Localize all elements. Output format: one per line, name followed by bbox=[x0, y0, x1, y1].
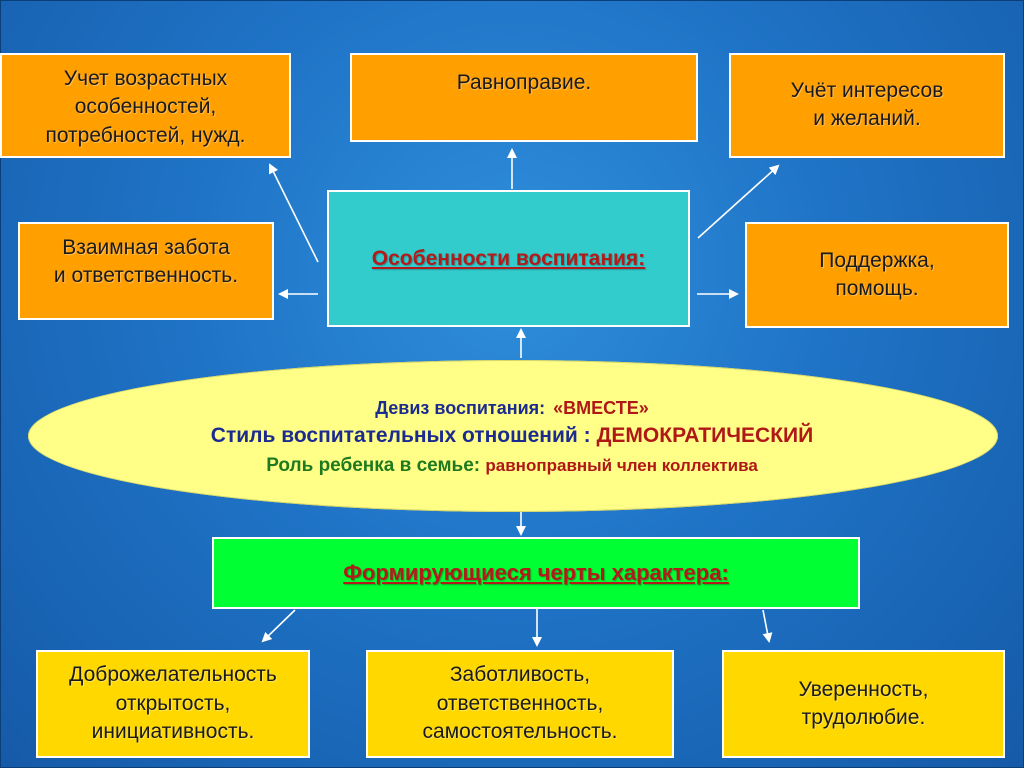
upbringing-features-box: Особенности воспитания: bbox=[327, 190, 690, 327]
motto-label: Девиз воспитания: bbox=[375, 398, 546, 418]
style-line: Стиль воспитательных отношений : ДЕМОКРА… bbox=[0, 424, 1024, 448]
arrow-to-interests-box bbox=[697, 164, 780, 239]
caring-box: Заботливость, ответственность, самостоят… bbox=[366, 650, 674, 758]
interests-text: Учёт интересов и желаний. bbox=[790, 79, 944, 131]
confidence-box: Уверенность, трудолюбие. bbox=[722, 650, 1005, 758]
arrow-to-age-box bbox=[269, 163, 319, 263]
arrow-to-benevolence-box bbox=[261, 609, 296, 643]
motto-ellipse bbox=[28, 360, 998, 512]
support-text: Поддержка, помощь. bbox=[819, 248, 935, 300]
benevolence-box: Доброжелательность открытость, инициатив… bbox=[36, 650, 310, 758]
confidence-text: Уверенность, трудолюбие. bbox=[798, 677, 929, 729]
interests-box: Учёт интересов и желаний. bbox=[729, 53, 1005, 158]
age-needs-text: Учет возрастных особенностей, потребност… bbox=[45, 67, 246, 147]
upbringing-features-title: Особенности воспитания: bbox=[371, 246, 646, 270]
style-value: ДЕМОКРАТИЧЕСКИЙ bbox=[596, 424, 814, 447]
mutual-care-box: Взаимная забота и ответственность. bbox=[18, 222, 274, 320]
character-traits-title: Формирующиеся черты характера: bbox=[343, 560, 729, 585]
motto-value: «ВМЕСТЕ» bbox=[553, 398, 649, 418]
support-box: Поддержка, помощь. bbox=[745, 222, 1009, 328]
benevolence-text: Доброжелательность открытость, инициатив… bbox=[69, 663, 277, 744]
mutual-care-text: Взаимная забота и ответственность. bbox=[53, 236, 239, 288]
arrow-to-confidence-box bbox=[762, 609, 773, 643]
equality-box: Равноправие. bbox=[350, 53, 698, 142]
character-traits-box: Формирующиеся черты характера: bbox=[212, 537, 860, 609]
style-label: Стиль воспитательных отношений : bbox=[210, 424, 591, 447]
motto-line: Девиз воспитания: «ВМЕСТЕ» bbox=[0, 398, 1024, 419]
role-label: Роль ребенка в семье: bbox=[266, 455, 481, 476]
caring-text: Заботливость, ответственность, самостоят… bbox=[422, 663, 618, 744]
role-line: Роль ребенка в семье: равноправный член … bbox=[0, 455, 1024, 477]
role-value: равноправный член коллектива bbox=[485, 456, 758, 475]
equality-text: Равноправие. bbox=[456, 71, 592, 94]
age-needs-box: Учет возрастных особенностей, потребност… bbox=[0, 53, 291, 158]
